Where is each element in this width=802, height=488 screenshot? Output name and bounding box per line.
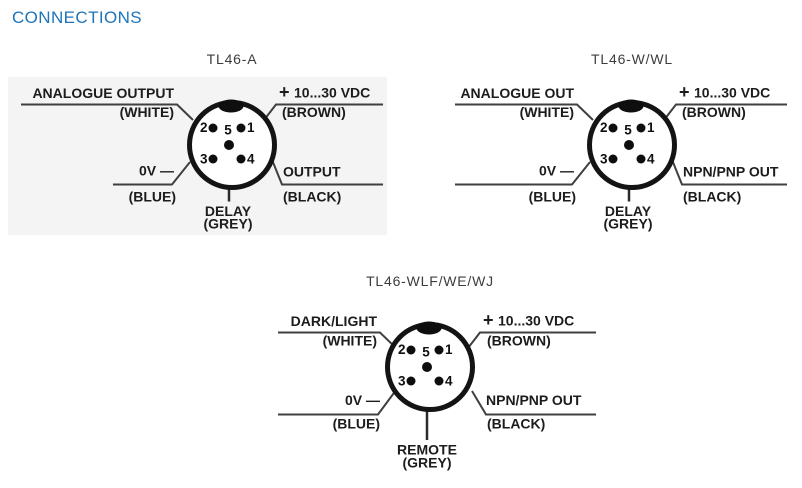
wire-function-label-bottom-left: 0V — xyxy=(139,163,174,179)
wire-function-label-bottom-right: NPN/PNP OUT xyxy=(486,392,582,408)
wire-color-label-bottom-left: (BLUE) xyxy=(333,416,380,432)
pin-dot-4 xyxy=(236,154,246,164)
wire-color-label-bottom-right: (BLACK) xyxy=(487,416,545,432)
pin-dot-5 xyxy=(624,140,634,150)
pin-number-5: 5 xyxy=(224,123,232,138)
keyway-notch xyxy=(618,99,644,113)
pin-number-3: 3 xyxy=(398,374,406,389)
pin-dot-2 xyxy=(208,123,218,133)
keyway-notch xyxy=(218,99,244,113)
pin-dot-2 xyxy=(608,123,618,133)
wire-color-label-top-left: (WHITE) xyxy=(520,104,574,120)
wire-top-right xyxy=(467,331,596,349)
wire-top-left xyxy=(455,103,594,121)
wire-bottom-right xyxy=(471,390,596,416)
pin-dot-3 xyxy=(608,154,618,164)
wire-bottom-right xyxy=(271,160,383,186)
pin-dot-3 xyxy=(208,154,218,164)
pin-number-2: 2 xyxy=(398,342,406,357)
pin-number-1: 1 xyxy=(247,120,255,135)
pin-number-4: 4 xyxy=(247,152,255,167)
pin-number-3: 3 xyxy=(200,152,208,167)
diagram-tl46-w-wl: TL46-W/WL 2 1 5 3 4 ANALOGUE OUT (WHITE)… xyxy=(408,45,802,260)
wire-color-label-bottom-right: (BLACK) xyxy=(683,189,741,205)
wire-function-label-bottom-center: DELAY xyxy=(205,203,252,219)
wire-function-label-bottom-left: 0V — xyxy=(345,392,380,408)
wire-function-label-top-right: 10...30 VDC xyxy=(294,85,370,101)
pin-number-1: 1 xyxy=(445,342,453,357)
pin-number-2: 2 xyxy=(600,120,608,135)
wire-color-label-top-right: (BROWN) xyxy=(682,104,746,120)
wire-bottom-left xyxy=(278,390,396,416)
wire-top-left xyxy=(21,103,194,121)
pin-number-4: 4 xyxy=(647,152,655,167)
keyway-notch xyxy=(416,321,442,335)
pin-dot-2 xyxy=(406,345,416,355)
wire-color-label-bottom-right: (BLACK) xyxy=(283,189,341,205)
wire-color-label-top-right: (BROWN) xyxy=(487,333,551,349)
wire-color-label-bottom-center: (GREY) xyxy=(204,216,253,232)
wire-function-label-bottom-left: 0V — xyxy=(539,163,574,179)
diagram-title: TL46-A xyxy=(207,51,258,67)
wire-function-label-bottom-center: REMOTE xyxy=(397,442,457,458)
diagram-tl46-wlf-we-wj: TL46-WLF/WE/WJ 2 1 5 3 4 DARK/LIGHT (WHI… xyxy=(206,267,602,488)
pin-dot-1 xyxy=(636,123,646,133)
wire-color-label-top-left: (WHITE) xyxy=(120,104,174,120)
wire-function-label-bottom-center: DELAY xyxy=(605,203,652,219)
wire-top-right xyxy=(663,103,787,121)
plus-sign: + xyxy=(679,82,690,102)
pin-dot-5 xyxy=(224,140,234,150)
pin-dot-1 xyxy=(434,345,444,355)
wire-function-label-top-left: ANALOGUE OUT xyxy=(460,85,574,101)
diagram-tl46-a-svg: TL46-A 2 1 5 3 4 ANALOGUE OUTPUT (WHITE)… xyxy=(8,51,387,235)
pin-dot-4 xyxy=(636,154,646,164)
wire-color-label-top-left: (WHITE) xyxy=(323,333,377,349)
pin-number-1: 1 xyxy=(647,120,655,135)
pin-dot-4 xyxy=(434,376,444,386)
wire-function-label-top-right: 10...30 VDC xyxy=(694,85,770,101)
wire-color-label-bottom-left: (BLUE) xyxy=(129,189,176,205)
plus-sign: + xyxy=(279,82,290,102)
wire-function-label-bottom-right: OUTPUT xyxy=(283,164,341,180)
wire-color-label-bottom-left: (BLUE) xyxy=(529,189,576,205)
pin-dot-1 xyxy=(236,123,246,133)
diagram-tl46-wlf-we-wj-svg: TL46-WLF/WE/WJ 2 1 5 3 4 DARK/LIGHT (WHI… xyxy=(278,273,596,471)
wire-function-label-top-left: ANALOGUE OUTPUT xyxy=(32,85,174,101)
pin-dot-5 xyxy=(422,362,432,372)
pin-number-5: 5 xyxy=(624,123,632,138)
diagram-title: TL46-W/WL xyxy=(591,51,673,67)
wire-color-label-bottom-center: (GREY) xyxy=(403,455,452,471)
wire-color-label-top-right: (BROWN) xyxy=(282,104,346,120)
pin-dot-3 xyxy=(406,376,416,386)
wire-function-label-top-left: DARK/LIGHT xyxy=(291,313,378,329)
diagram-tl46-a: TL46-A 2 1 5 3 4 ANALOGUE OUTPUT (WHITE)… xyxy=(8,45,404,260)
diagram-tl46-w-wl-svg: TL46-W/WL 2 1 5 3 4 ANALOGUE OUT (WHITE)… xyxy=(455,51,787,232)
plus-sign: + xyxy=(483,310,494,330)
pin-number-4: 4 xyxy=(445,374,453,389)
pin-number-5: 5 xyxy=(422,345,430,360)
wire-top-right xyxy=(263,103,383,121)
diagram-title: TL46-WLF/WE/WJ xyxy=(366,273,494,289)
page-title: CONNECTIONS xyxy=(12,8,143,27)
wire-bottom-left xyxy=(455,161,591,186)
wire-color-label-bottom-center: (GREY) xyxy=(604,216,653,232)
wire-function-label-bottom-right: NPN/PNP OUT xyxy=(683,164,779,180)
pin-number-3: 3 xyxy=(600,152,608,167)
wire-bottom-right xyxy=(671,160,787,186)
wire-top-left xyxy=(278,331,396,348)
wire-bottom-left xyxy=(113,161,191,186)
pin-number-2: 2 xyxy=(200,120,208,135)
wire-function-label-top-right: 10...30 VDC xyxy=(498,313,574,329)
